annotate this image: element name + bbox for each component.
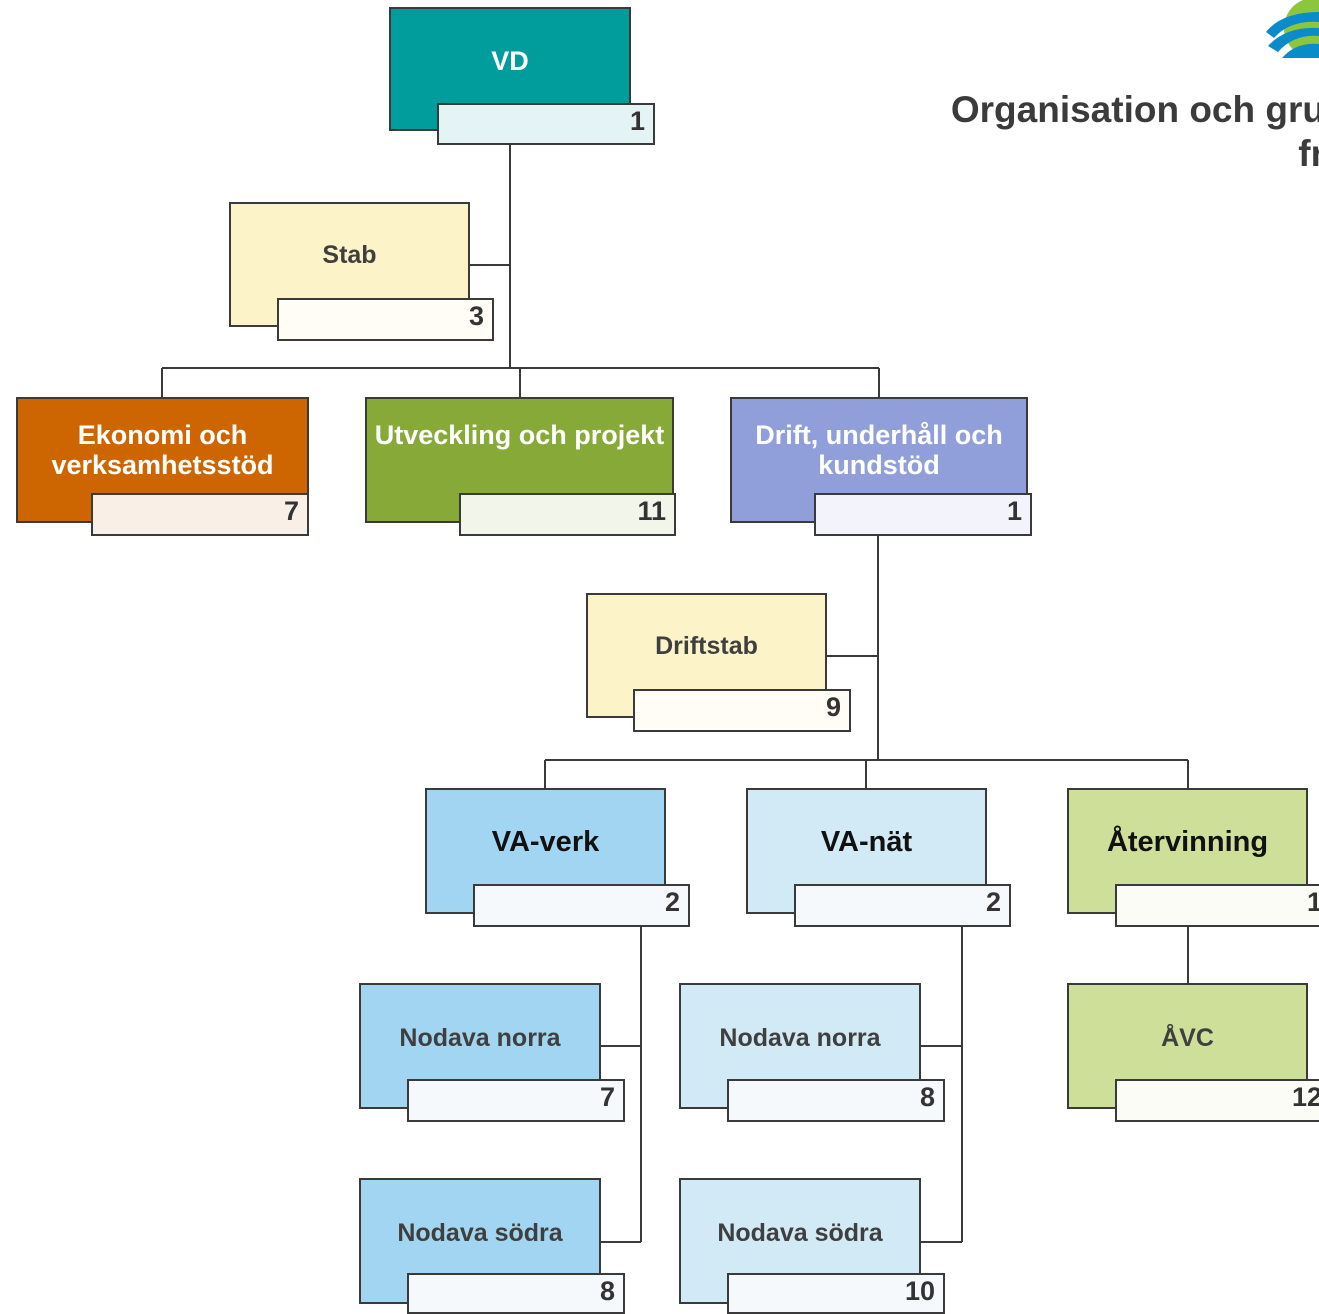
node-utveckling-count-value: 11	[637, 496, 666, 526]
node-stab-count: 3	[277, 298, 494, 341]
node-vd-count: 1	[437, 103, 655, 145]
node-verk-norra-count: 7	[407, 1079, 625, 1122]
node-nat-sodra-label: Nodava södra	[717, 1219, 883, 1247]
node-atervinning-label: Återvinning	[1106, 826, 1269, 858]
node-ekonomi-count-value: 7	[283, 496, 299, 526]
node-utveckling-label: Utveckling och projekt	[374, 420, 665, 450]
node-verk-norra-label: Nodava norra	[399, 1024, 561, 1052]
node-atervinning-count: 1	[1115, 884, 1319, 927]
node-nat-norra-label: Nodava norra	[719, 1024, 881, 1052]
node-drift-count-value: 1	[1006, 496, 1022, 526]
node-nat-norra-count-value: 8	[919, 1082, 935, 1112]
node-avc-count-value: 12	[1291, 1082, 1319, 1112]
node-stab-label: Stab	[322, 241, 377, 269]
node-drift-label: Drift, underhåll och kundstöd	[755, 420, 1003, 480]
node-va-nat-label: VA-nät	[820, 826, 913, 858]
node-avc-label: ÅVC	[1161, 1024, 1214, 1052]
page-title: Organisation och gru fr	[765, 88, 1319, 177]
node-atervinning-count-value: 1	[1306, 887, 1319, 917]
node-verk-sodra-count-value: 8	[599, 1276, 615, 1306]
node-va-verk-count: 2	[473, 884, 690, 927]
node-va-verk-count-value: 2	[664, 887, 680, 917]
node-nat-sodra-count-value: 10	[904, 1276, 935, 1306]
node-verk-norra-count-value: 7	[599, 1082, 615, 1112]
node-nat-sodra-count: 10	[727, 1273, 945, 1314]
node-driftstab-count-value: 9	[825, 692, 841, 722]
node-verk-sodra-count: 8	[407, 1273, 625, 1314]
node-vd-label: VD	[491, 46, 529, 76]
node-vd-count-value: 1	[629, 106, 645, 136]
node-va-nat-count: 2	[794, 884, 1011, 927]
node-va-nat-count-value: 2	[985, 887, 1001, 917]
node-stab-count-value: 3	[468, 301, 484, 331]
water-wave-logo-icon	[1266, 0, 1319, 58]
node-avc-count: 12	[1115, 1079, 1319, 1122]
page-title-line2: fr	[1298, 133, 1319, 175]
node-nat-norra-count: 8	[727, 1079, 945, 1122]
page-title-line1: Organisation och gru	[950, 89, 1319, 130]
node-drift-count: 1	[814, 493, 1032, 536]
node-verk-sodra-label: Nodava södra	[397, 1219, 563, 1247]
node-driftstab-count: 9	[633, 689, 851, 732]
node-driftstab-label: Driftstab	[655, 632, 758, 660]
node-ekonomi-count: 7	[91, 493, 309, 536]
node-ekonomi-label: Ekonomi och verksamhetsstöd	[51, 420, 274, 480]
node-utveckling-count: 11	[459, 493, 676, 536]
node-va-verk-label: VA-verk	[491, 826, 600, 858]
